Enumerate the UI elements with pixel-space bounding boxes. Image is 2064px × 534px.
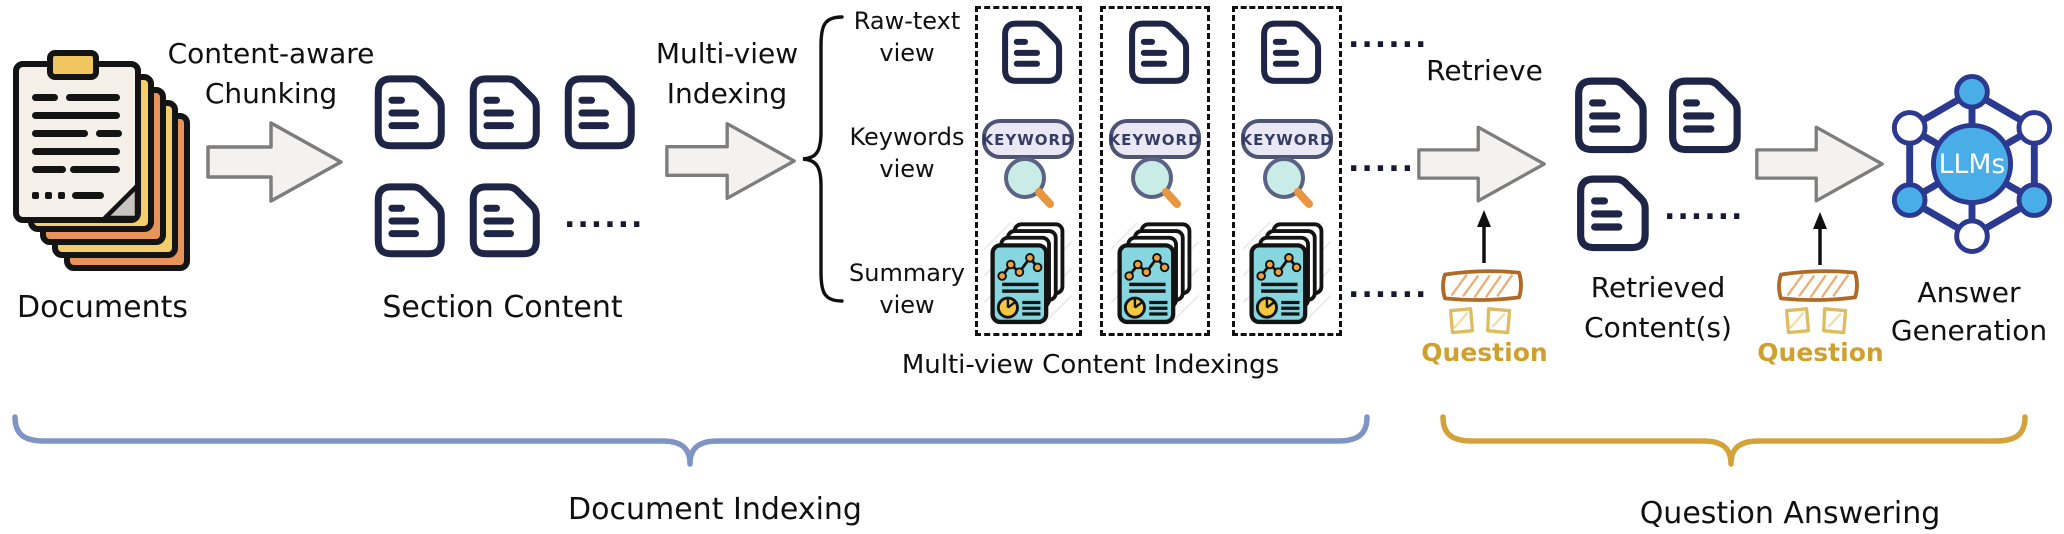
- retrieved-caption-line2: Content(s): [1584, 310, 1732, 344]
- retrieved-caption-line1: Retrieved: [1590, 271, 1726, 304]
- question-icon: [1777, 269, 1859, 335]
- generation-arrow-icon: [1755, 125, 1884, 203]
- question-label-right: Question: [1757, 338, 1884, 367]
- retrieved-doc-icon: [1564, 72, 1648, 158]
- raw-text-doc-icon: [1120, 16, 1190, 88]
- keyword-badge-text: KEYWORD: [1240, 131, 1333, 149]
- section-content-caption: Section Content: [382, 290, 623, 325]
- raw-text-view-line2: view: [879, 38, 935, 67]
- retrieved-caption: Retrieved Content(s): [1563, 268, 1753, 348]
- chunking-label: Content-aware Chunking: [146, 34, 396, 114]
- section-ellipsis: ......: [564, 200, 645, 235]
- documents-stack-icon: [13, 50, 190, 271]
- indexing-label-line1: Multi-view: [655, 37, 799, 70]
- answer-caption-line2: Generation: [1890, 313, 2048, 347]
- keyword-badge-text: KEYWORD: [1108, 131, 1201, 149]
- index-box-2: [1100, 6, 1210, 336]
- raw-text-ellipsis: ......: [1348, 20, 1429, 55]
- summary-view-label: Summary view: [843, 258, 971, 321]
- section-doc-icon: [459, 178, 541, 262]
- index-box-3: [1232, 6, 1342, 336]
- keywords-view-line1: Keywords: [849, 123, 965, 151]
- section-doc-icon: [459, 70, 541, 154]
- raw-text-view-label: Raw-text view: [843, 6, 971, 69]
- keywords-view-line2: view: [879, 154, 935, 183]
- keyword-search-icon: KEYWORD: [981, 119, 1074, 208]
- index-box-1: [975, 6, 1082, 336]
- keywords-ellipsis: ......: [1348, 144, 1429, 179]
- answer-caption: Answer Generation: [1874, 274, 2064, 350]
- retrieve-label: Retrieve: [1426, 54, 1543, 87]
- raw-text-view-line1: Raw-text: [853, 7, 961, 35]
- retrieved-ellipsis: ......: [1664, 192, 1745, 227]
- summary-view-line2: view: [879, 290, 935, 319]
- retrieved-doc-icon: [1566, 170, 1650, 256]
- chunking-label-line2: Chunking: [204, 76, 338, 110]
- answer-caption-line1: Answer: [1917, 276, 2021, 309]
- question-label-left: Question: [1421, 338, 1548, 367]
- phase-question-answering-label: Question Answering: [1639, 496, 1941, 531]
- section-doc-icon: [364, 70, 446, 154]
- views-brace-icon: [802, 15, 844, 303]
- keyword-badge-text: KEYWORD: [981, 131, 1074, 149]
- raw-text-doc-icon: [993, 16, 1063, 88]
- phase-document-indexing-label: Document Indexing: [568, 492, 862, 527]
- indexing-label: Multi-view Indexing: [642, 34, 812, 114]
- retrieve-arrow-icon: [1417, 125, 1546, 203]
- summary-report-icon: [1111, 222, 1199, 330]
- summary-ellipsis: ......: [1348, 270, 1429, 305]
- section-doc-icon: [364, 178, 446, 262]
- retrieved-doc-icon: [1658, 72, 1742, 158]
- documents-caption: Documents: [16, 290, 189, 325]
- summary-view-line1: Summary: [849, 259, 965, 287]
- document-indexing-brace: [12, 414, 1370, 467]
- keyword-search-icon: KEYWORD: [1108, 119, 1201, 208]
- indexing-label-line2: Indexing: [666, 76, 788, 110]
- keywords-view-label: Keywords view: [843, 122, 971, 185]
- chunking-arrow-icon: [206, 121, 343, 203]
- summary-report-icon: [1243, 222, 1331, 330]
- question-icon: [1441, 269, 1523, 335]
- section-doc-icon: [554, 70, 636, 154]
- llms-node-label: LLMs: [1939, 149, 2006, 180]
- keyword-search-icon: KEYWORD: [1240, 119, 1333, 208]
- indexings-caption: Multi-view Content Indexings: [901, 350, 1280, 380]
- question-up-arrow-icon: [1475, 210, 1493, 264]
- question-answering-brace: [1440, 414, 2028, 467]
- raw-text-doc-icon: [1252, 16, 1322, 88]
- summary-report-icon: [984, 222, 1072, 330]
- question-up-arrow-icon: [1811, 212, 1829, 266]
- chunking-label-line1: Content-aware: [167, 37, 375, 70]
- indexing-arrow-icon: [665, 121, 796, 201]
- llms-network-icon: LLMs: [1891, 73, 2053, 255]
